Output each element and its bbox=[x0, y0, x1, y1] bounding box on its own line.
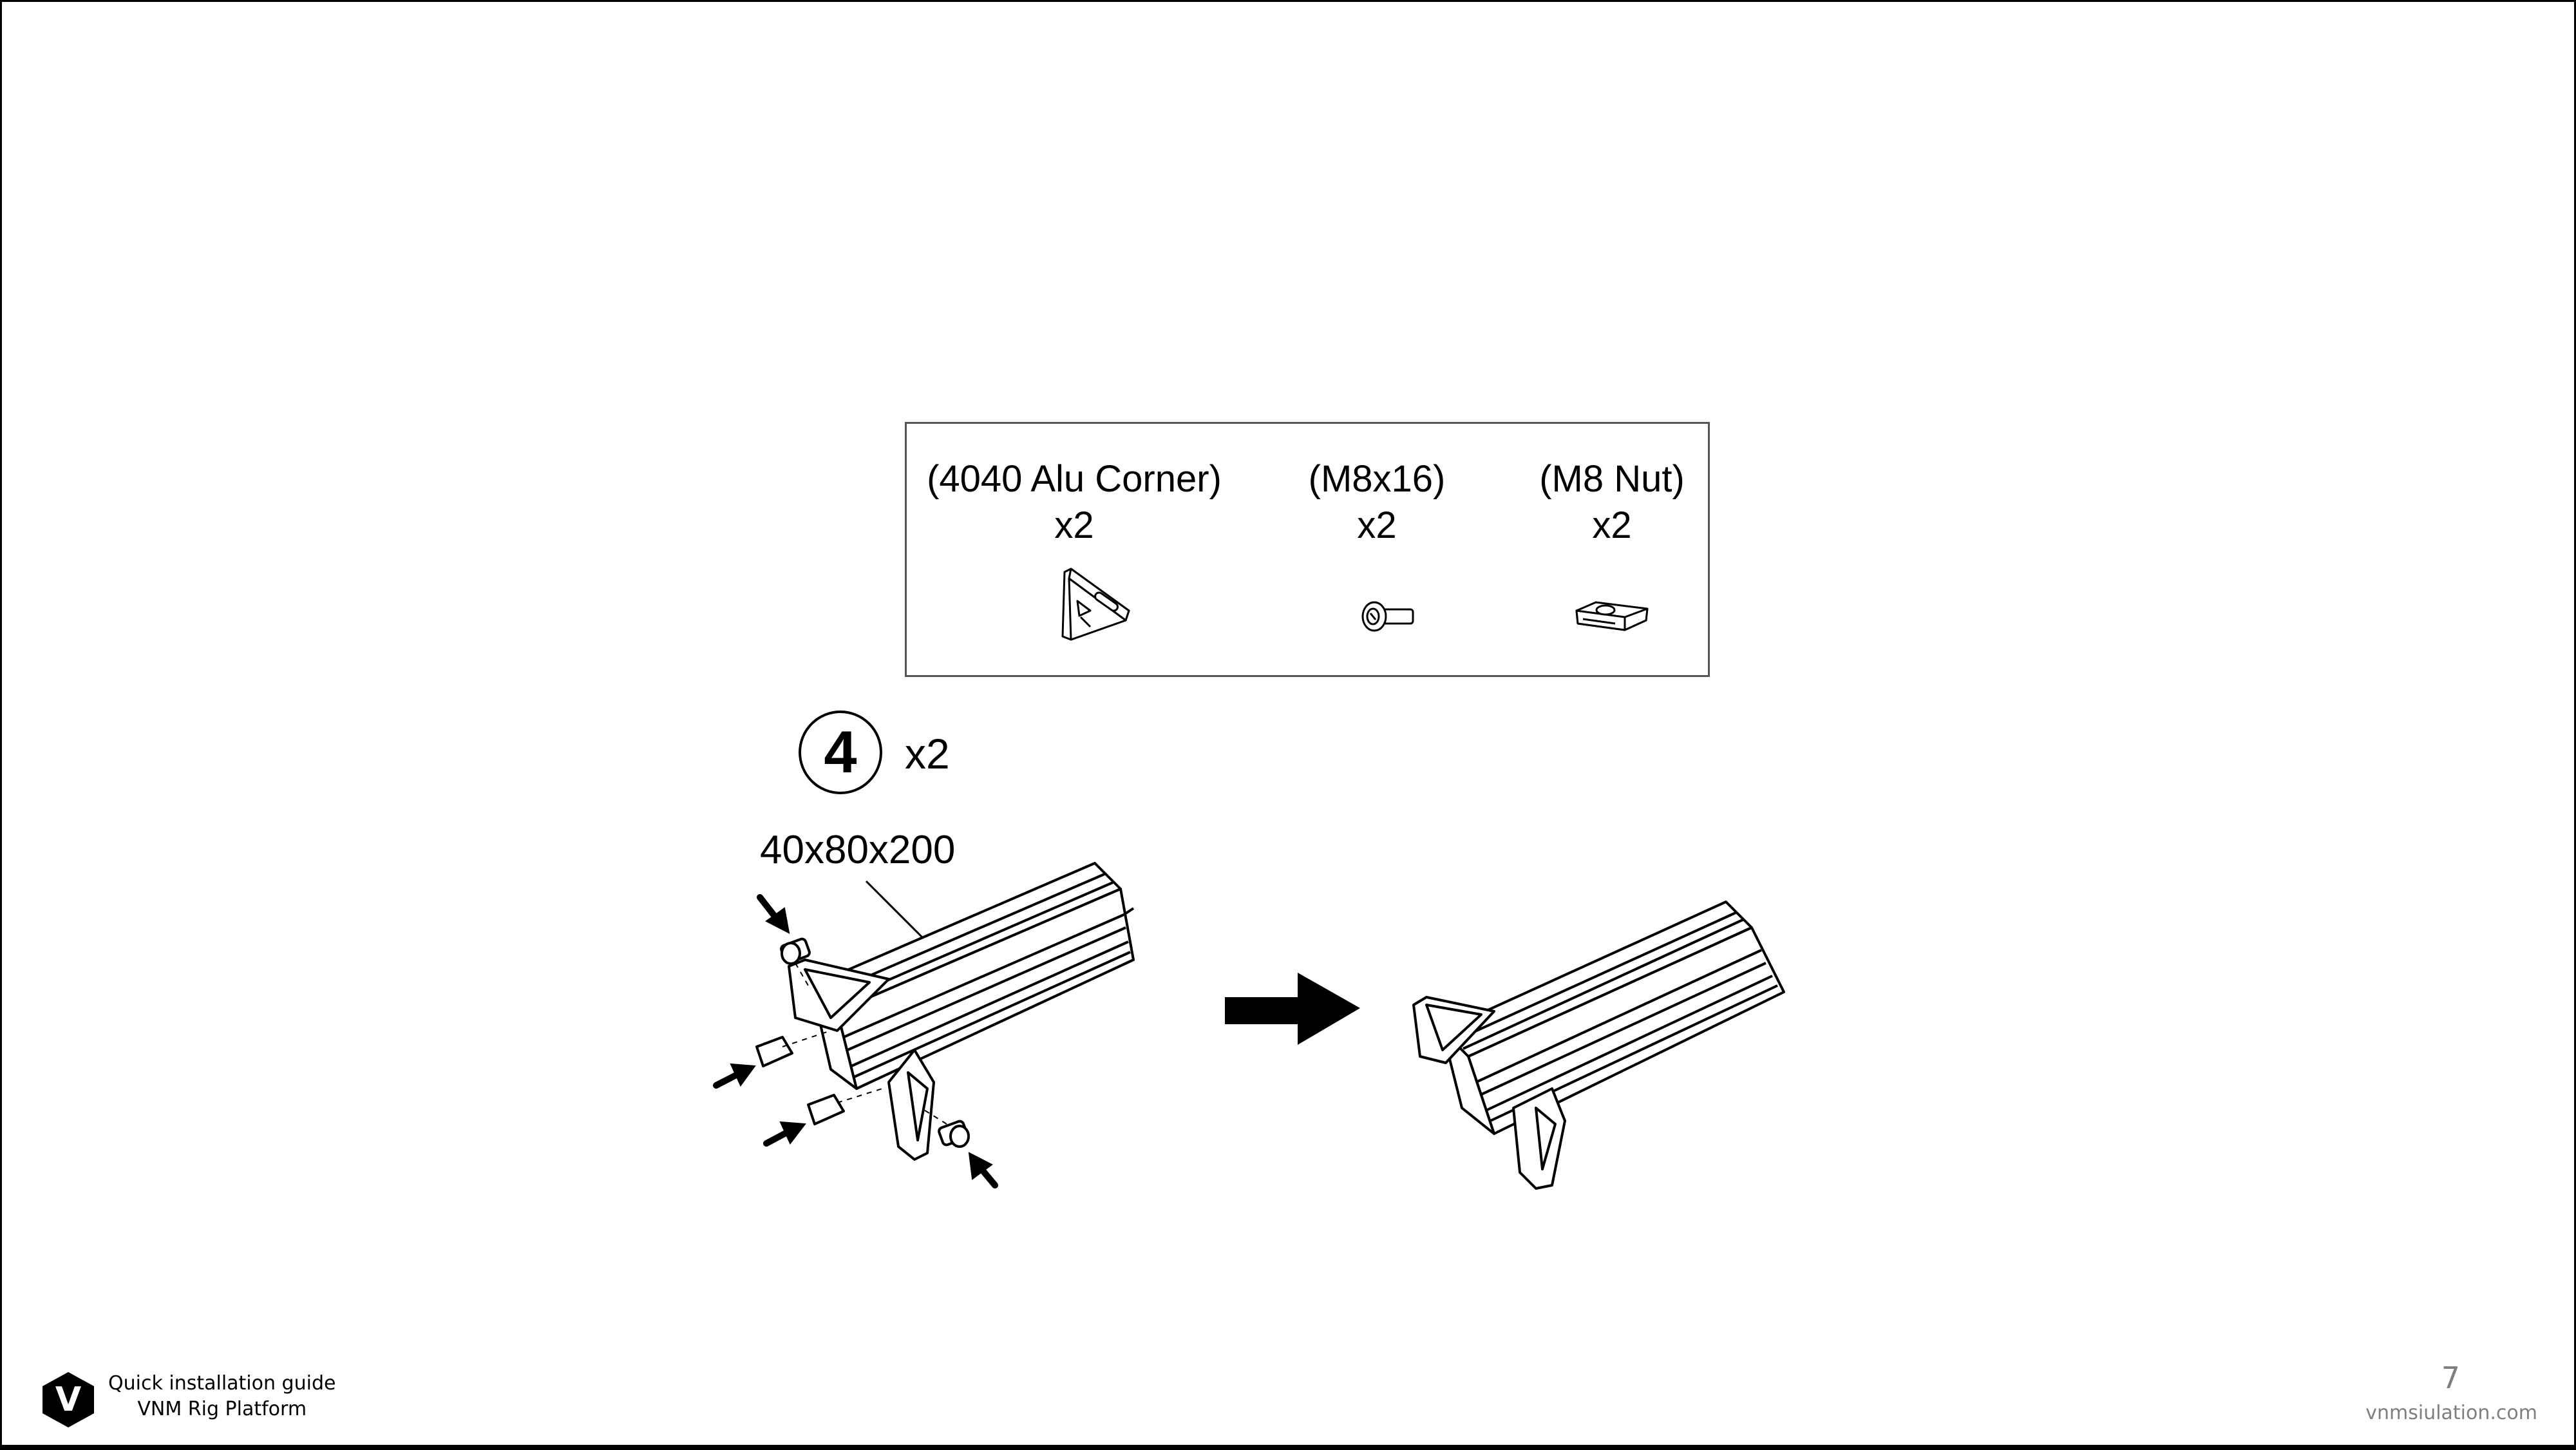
profile-assembled bbox=[1412, 901, 1785, 1190]
part-nut-qty: x2 bbox=[1592, 504, 1632, 546]
part-corner-name: (4040 Alu Corner) bbox=[927, 458, 1222, 500]
bolt-icon bbox=[1361, 601, 1414, 632]
vnm-logo-icon: V bbox=[43, 1372, 94, 1427]
part-bolt: (M8x16) x2 bbox=[1300, 456, 1454, 549]
profile-dimension-label: 40x80x200 bbox=[760, 828, 956, 872]
parts-list-box: (4040 Alu Corner) x2 (M8x16) x2 (M8 Nut)… bbox=[905, 422, 1710, 677]
profile-exploded bbox=[755, 862, 1135, 1161]
website-link[interactable]: vnmsiulation.com bbox=[2365, 1402, 2537, 1424]
part-bolt-qty: x2 bbox=[1357, 504, 1397, 546]
part-corner-qty: x2 bbox=[1054, 504, 1094, 546]
corner-bracket-icon bbox=[1061, 568, 1130, 641]
t-nut-icon bbox=[1575, 601, 1649, 631]
insert-arrows bbox=[713, 894, 998, 1188]
assembly-guide-lines bbox=[782, 962, 947, 1125]
part-nut: (M8 Nut) x2 bbox=[1528, 456, 1696, 549]
step-quantity: x2 bbox=[905, 730, 950, 777]
page-number: 7 bbox=[2441, 1360, 2460, 1395]
logo-letter: V bbox=[55, 1380, 81, 1419]
part-corner: (4040 Alu Corner) x2 bbox=[926, 456, 1222, 549]
step-number-circle: 4 bbox=[799, 711, 882, 794]
footer-guide-title: Quick installation guide VNM Rig Platfor… bbox=[108, 1371, 336, 1422]
part-nut-name: (M8 Nut) bbox=[1539, 458, 1685, 500]
part-bolt-name: (M8x16) bbox=[1308, 458, 1446, 500]
result-arrow bbox=[1225, 973, 1360, 1045]
footer-guide-line2: VNM Rig Platform bbox=[137, 1398, 307, 1420]
footer-guide-line1: Quick installation guide bbox=[108, 1372, 336, 1395]
